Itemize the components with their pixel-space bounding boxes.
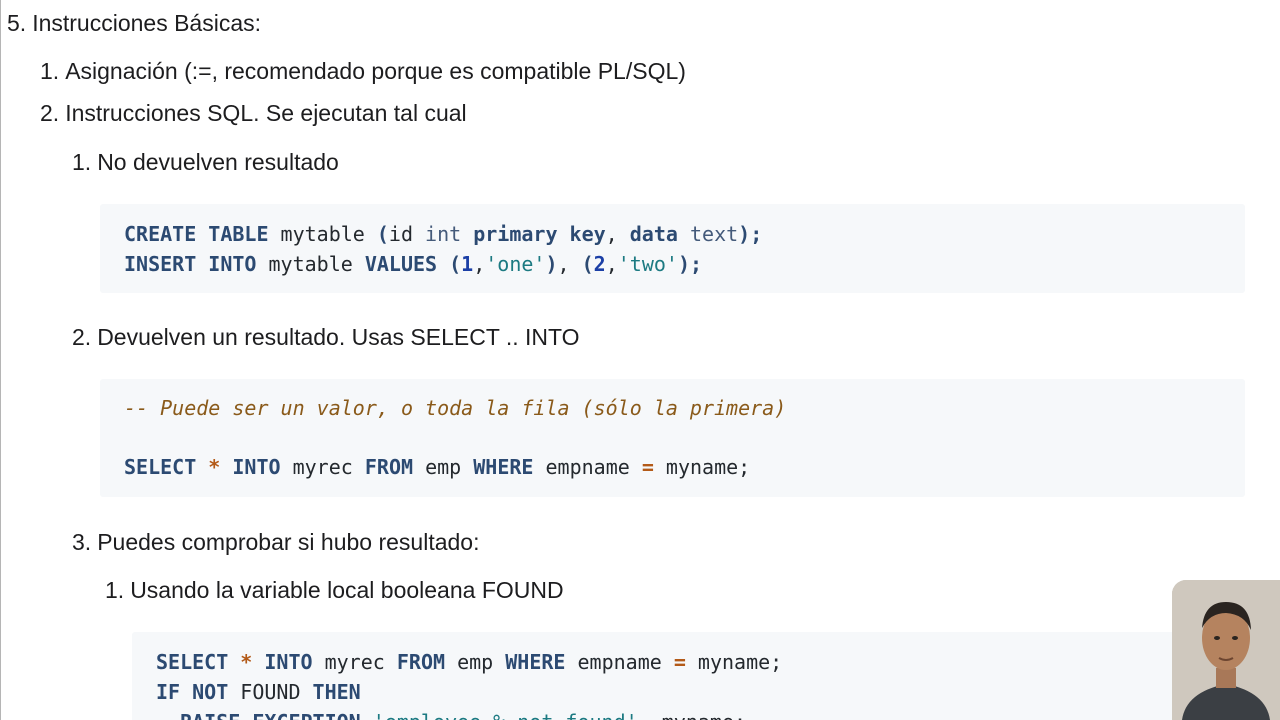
code-line-raise-exception: RAISE EXCEPTION 'employee % not found', … bbox=[156, 707, 746, 720]
list-item-asignacion: 1.Asignación (:=, recomendado porque es … bbox=[40, 57, 686, 85]
code-block-found: SELECT * INTO myrec FROM emp WHERE empna… bbox=[132, 632, 1245, 720]
presenter-webcam bbox=[1172, 580, 1280, 720]
item-text: Instrucciones Básicas: bbox=[32, 10, 262, 36]
code-comment: -- Puede ser un valor, o toda la fila (s… bbox=[124, 396, 787, 420]
list-item-found: 1.Usando la variable local booleana FOUN… bbox=[105, 576, 564, 604]
list-item-comprobar: 3.Puedes comprobar si hubo resultado: bbox=[72, 528, 479, 556]
item-number: 1. bbox=[72, 149, 92, 175]
item-number: 5. bbox=[7, 10, 27, 36]
item-number: 1. bbox=[105, 577, 125, 603]
item-number: 2. bbox=[72, 324, 92, 350]
code-line-create-table: CREATE TABLE mytable (id int primary key… bbox=[124, 222, 763, 246]
list-item-5: 5.Instrucciones Básicas: bbox=[7, 9, 261, 37]
code-line-if-not-found: IF NOT FOUND THEN bbox=[156, 680, 361, 704]
code-line-select-into: SELECT * INTO myrec FROM emp WHERE empna… bbox=[124, 455, 751, 479]
item-number: 2. bbox=[40, 100, 60, 126]
code-line-insert: INSERT INTO mytable VALUES (1,'one'), (2… bbox=[124, 252, 703, 276]
code-block-create-insert: CREATE TABLE mytable (id int primary key… bbox=[100, 204, 1245, 293]
item-text: Usando la variable local booleana FOUND bbox=[130, 577, 564, 603]
item-text: Instrucciones SQL. Se ejecutan tal cual bbox=[65, 100, 467, 126]
item-text: Devuelven un resultado. Usas SELECT .. I… bbox=[97, 324, 580, 350]
item-text: No devuelven resultado bbox=[97, 149, 339, 175]
list-item-no-devuelven: 1.No devuelven resultado bbox=[72, 148, 339, 176]
item-number: 3. bbox=[72, 529, 92, 555]
list-item-instrucciones-sql: 2.Instrucciones SQL. Se ejecutan tal cua… bbox=[40, 99, 467, 127]
left-border bbox=[0, 0, 1, 720]
item-number: 1. bbox=[40, 58, 60, 84]
item-text: Asignación (:=, recomendado porque es co… bbox=[65, 58, 686, 84]
code-line-select-into: SELECT * INTO myrec FROM emp WHERE empna… bbox=[156, 650, 783, 674]
list-item-devuelven-resultado: 2.Devuelven un resultado. Usas SELECT ..… bbox=[72, 323, 580, 351]
item-text: Puedes comprobar si hubo resultado: bbox=[97, 529, 480, 555]
code-block-select-into: -- Puede ser un valor, o toda la fila (s… bbox=[100, 379, 1245, 497]
person-icon bbox=[1172, 580, 1280, 720]
